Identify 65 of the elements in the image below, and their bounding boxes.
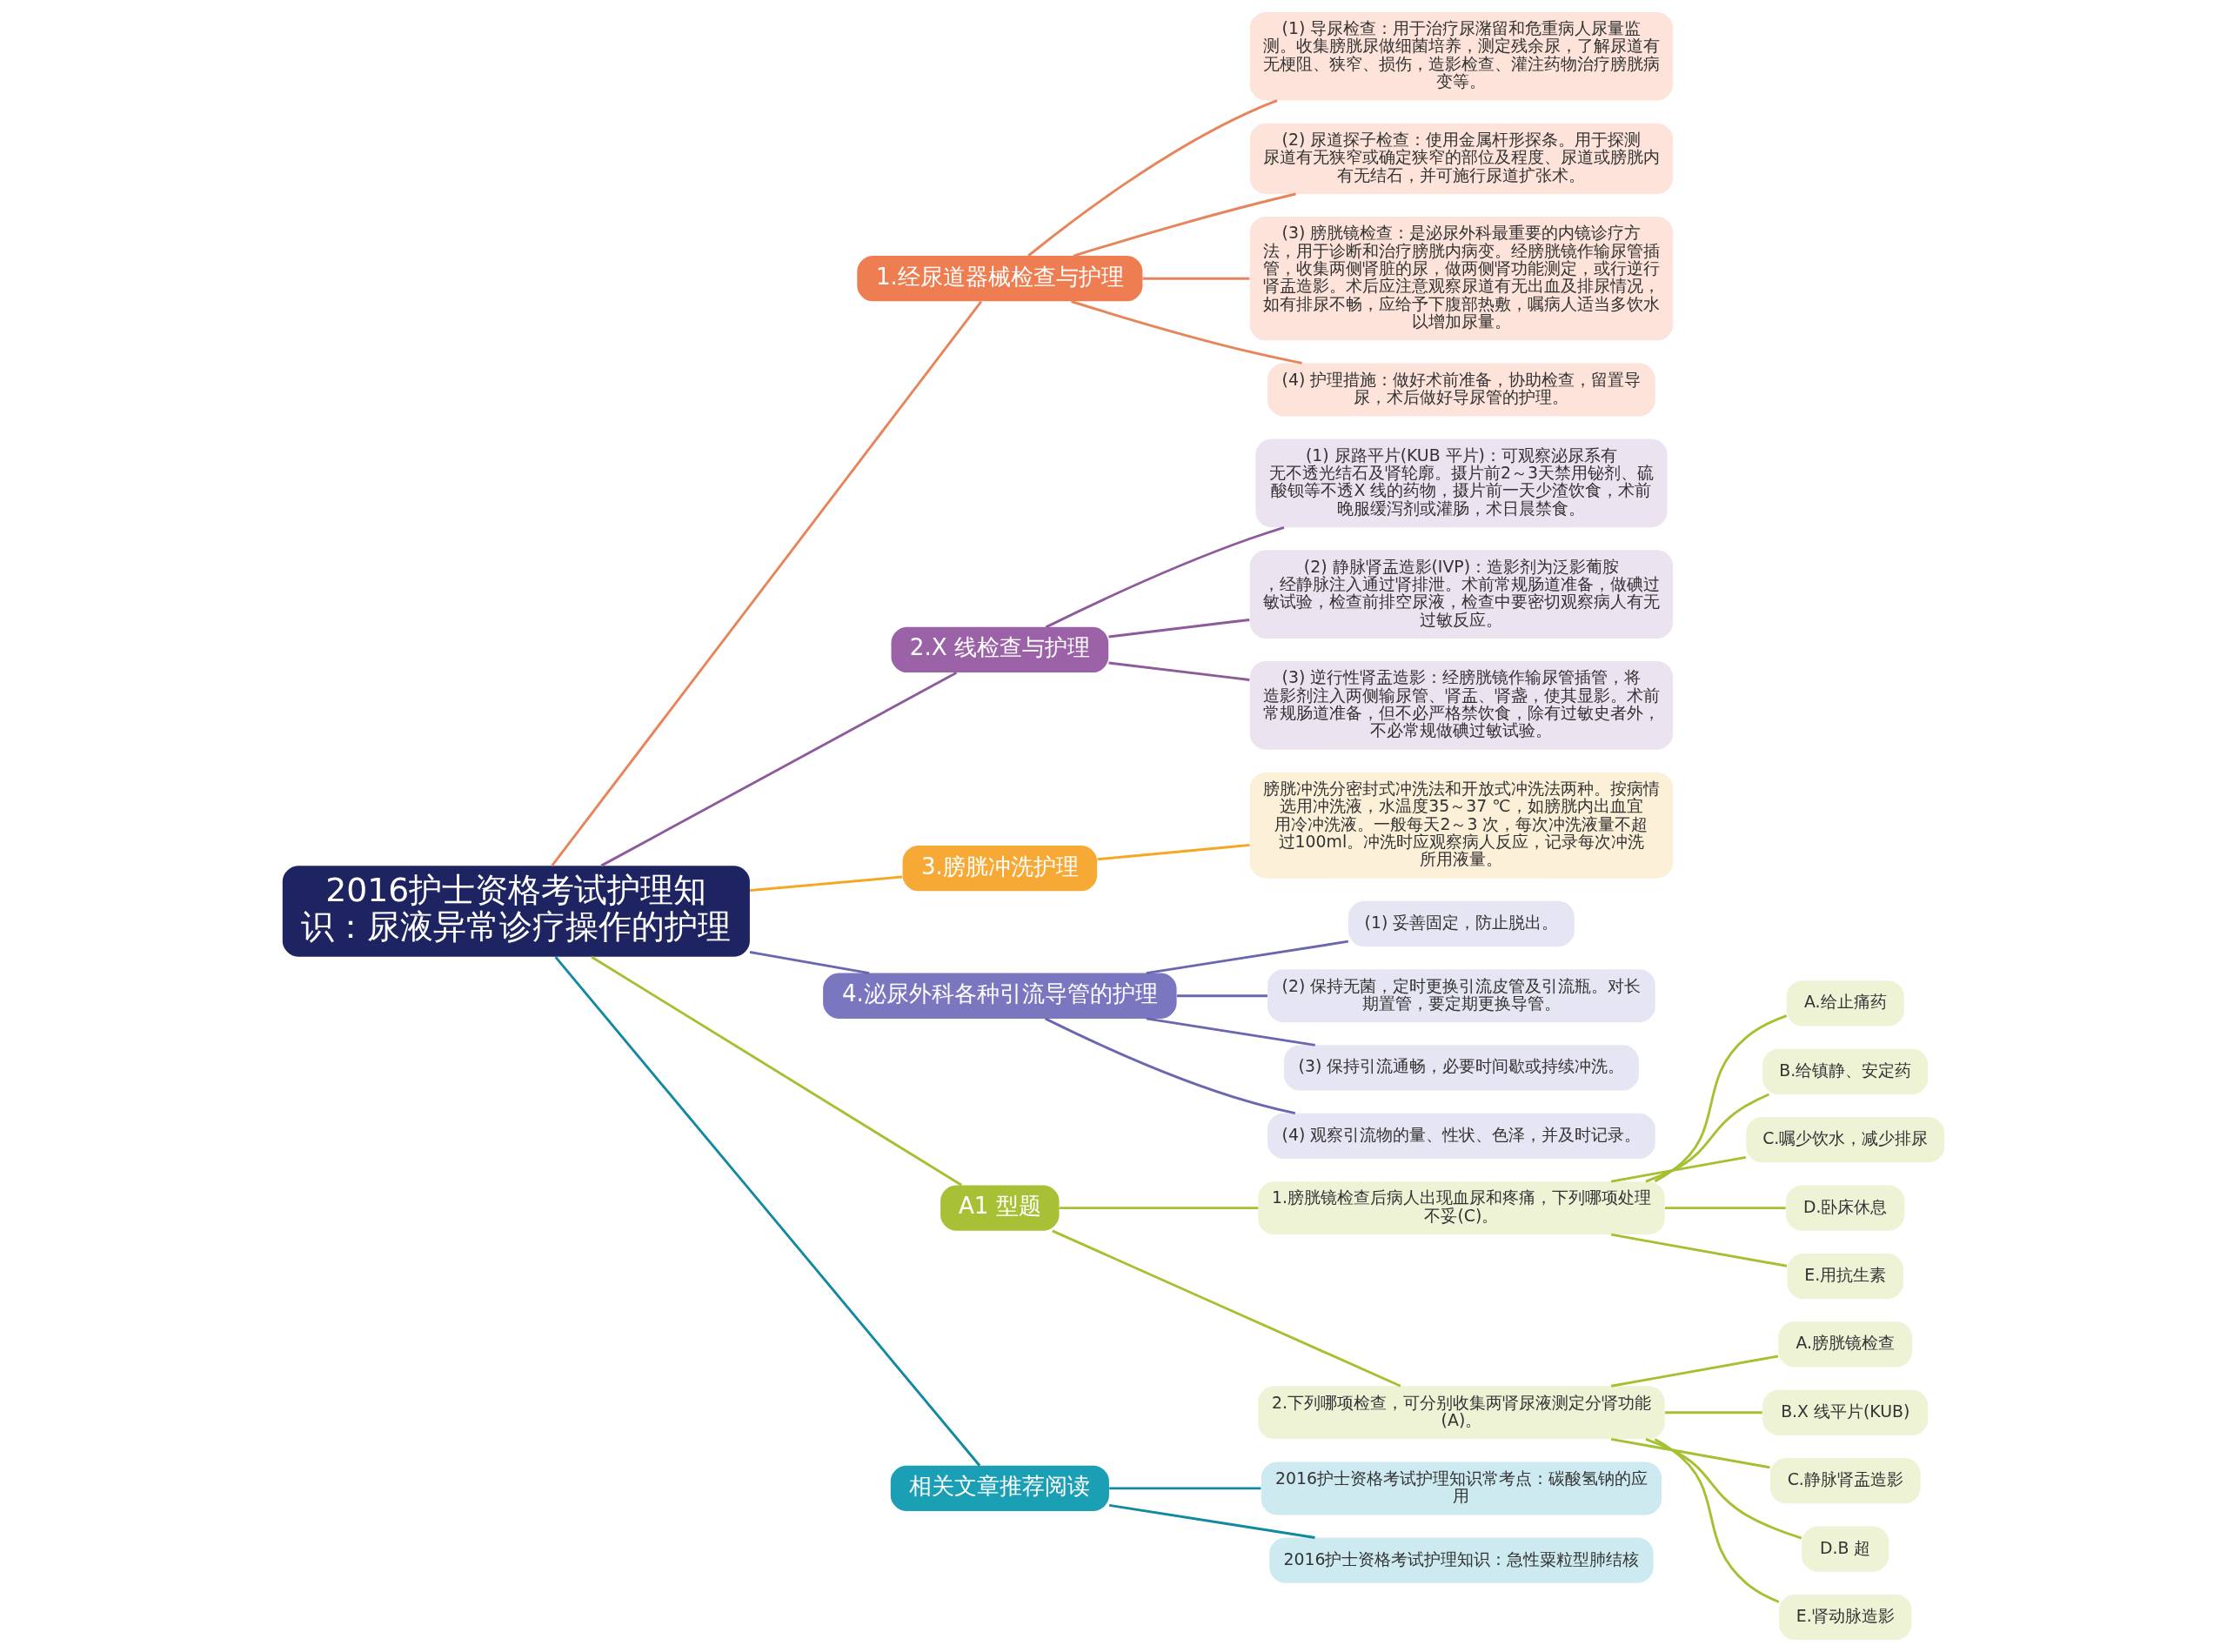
- node-box: 2.下列哪项检查，可分别收集两肾尿液测定分肾功能(A)。: [1258, 1386, 1665, 1440]
- node-box: (3) 膀胱镜检查：是泌尿外科最重要的内镜诊疗方法，用于诊断和治疗膀胱内病变。经膀胱镜作输尿管插管，收集两侧肾脏的尿，做两侧肾功能测定，或行逆行肾盂造影。术后应注意观察尿道有无出血及排尿情况，如有排尿不畅，应给予下腹部热敷，嘱病人适当多饮水以增加尿量。: [1249, 217, 1674, 341]
- node-box: (1) 妥善固定，防止脱出。: [1348, 900, 1575, 947]
- node-box: 膀胱冲洗分密封式冲洗法和开放式冲洗法两种。按病情选用冲洗液，水温度35～37 ℃，如膀胱内出血宜用冷冲洗液。一般每天2～3 次，每次冲洗液量不超过100ml。冲洗时应观察病人反应，记录每次冲洗所用液量。: [1249, 772, 1674, 879]
- node-box: (2) 尿道探子检查：使用金属杆形探条。用于探测尿道有无狭窄或确定狭窄的部位及程度、尿道或膀胱内有无结石，并可施行尿道扩张术。: [1249, 123, 1674, 194]
- connector: [1146, 940, 1349, 974]
- connector: [600, 672, 958, 867]
- node-box: B.X 线平片(KUB): [1762, 1389, 1929, 1435]
- node-box: 3.膀胱冲洗护理: [902, 846, 1098, 892]
- node-box: B.给镇静、安定药: [1762, 1048, 1929, 1094]
- connector: [1052, 1229, 1401, 1388]
- node-box: 2016护士资格考试护理知识：尿液异常诊疗操作的护理: [282, 866, 750, 957]
- connector: [1146, 1017, 1315, 1047]
- node-box: A1 型题: [940, 1185, 1060, 1231]
- connector: [1610, 1233, 1788, 1267]
- connector: [591, 955, 962, 1187]
- node-box: (1) 导尿检查：用于治疗尿潴留和危重病人尿量监测。收集膀胱尿做细菌培养，测定残余尿，了解尿道有无梗阻、狭窄、损伤，造影检查、灌注药物治疗膀胱病变等。: [1249, 11, 1674, 101]
- node-box: (3) 保持引流通畅，必要时间歇或持续冲洗。: [1283, 1045, 1639, 1091]
- connector: [1073, 192, 1296, 257]
- connector: [1176, 994, 1267, 998]
- connector: [554, 956, 981, 1467]
- node-box: 1.经尿道器械检查与护理: [857, 256, 1143, 302]
- node-box: A.给止痛药: [1786, 980, 1904, 1027]
- connector: [1108, 1503, 1315, 1539]
- connector: [1142, 277, 1250, 280]
- connector: [1610, 1354, 1779, 1388]
- connector: [551, 300, 983, 867]
- node-box: 4.泌尿外科各种引流导管的护理: [823, 973, 1177, 1019]
- connector: [749, 951, 870, 975]
- connector: [1109, 1487, 1261, 1490]
- connector: [1108, 661, 1250, 681]
- node-box: (3) 逆行性肾盂造影：经膀胱镜作输尿管插管，将造影剂注入两侧输尿管、肾盂、肾盏，使其显影。术前常规肠道准备，但不必严格禁饮食，除有过敏史者外，不必常规做碘过敏试验。: [1249, 661, 1674, 750]
- connector: [1645, 1438, 1802, 1540]
- node-box: A.膀胱镜检查: [1778, 1321, 1913, 1368]
- node-box: C.嘱少饮水，减少排尿: [1746, 1117, 1945, 1163]
- connector: [1610, 1156, 1747, 1183]
- connector: [1665, 1411, 1762, 1415]
- connector: [1027, 99, 1278, 257]
- connector: [1097, 843, 1250, 861]
- connector: [1045, 525, 1285, 629]
- node-box: E.肾动脉造影: [1779, 1594, 1912, 1641]
- node-box: D.卧床休息: [1786, 1185, 1905, 1231]
- node-box: 相关文章推荐阅读: [890, 1465, 1109, 1512]
- node-box: C.静脉肾盂造影: [1769, 1458, 1921, 1504]
- node-box: (4) 观察引流物的量、性状、色泽，并及时记录。: [1267, 1113, 1655, 1159]
- connector: [1665, 1207, 1786, 1210]
- connector: [749, 875, 903, 893]
- connector: [1071, 300, 1302, 365]
- connector: [1044, 1017, 1296, 1115]
- node-box: E.用抗生素: [1787, 1253, 1903, 1300]
- connector: [1059, 1207, 1259, 1210]
- connector: [1645, 1093, 1770, 1183]
- connector: [1654, 1438, 1780, 1603]
- connector: [1610, 1437, 1770, 1469]
- node-box: D.B 超: [1802, 1526, 1889, 1572]
- node-box: (2) 静脉肾盂造影(IVP)：造影剂为泛影葡胺，经静脉注入通过肾排泄。术前常规肠道准备，做碘过敏试验，检查前排空尿液，检查中要密切观察病人有无过敏反应。: [1249, 550, 1674, 639]
- node-box: 2.X 线检查与护理: [891, 626, 1109, 673]
- node-box: (2) 保持无菌，定时更换引流皮管及引流瓶。对长期置管，要定期更换导管。: [1267, 969, 1655, 1023]
- connector: [1654, 1014, 1788, 1183]
- node-box: 2016护士资格考试护理知识：急性粟粒型肺结核: [1269, 1537, 1654, 1583]
- node-box: (4) 护理措施：做好术前准备，协助检查，留置导尿，术后做好导尿管的护理。: [1267, 363, 1655, 417]
- node-box: 1.膀胱镜检查后病人出现血尿和疼痛，下列哪项处理不妥(C)。: [1258, 1181, 1665, 1235]
- node-box: (1) 尿路平片(KUB 平片)：可观察泌尿系有无不透光结石及肾轮廓。摄片前2～3天禁用铋剂、硫酸钡等不透X 线的药物，摄片前一天少渣饮食，术前晚服缓泻剂或灌肠，术日晨禁食。: [1255, 438, 1668, 528]
- connector: [1108, 619, 1250, 639]
- node-box: 2016护士资格考试护理知识常考点：碳酸氢钠的应用: [1261, 1461, 1662, 1515]
